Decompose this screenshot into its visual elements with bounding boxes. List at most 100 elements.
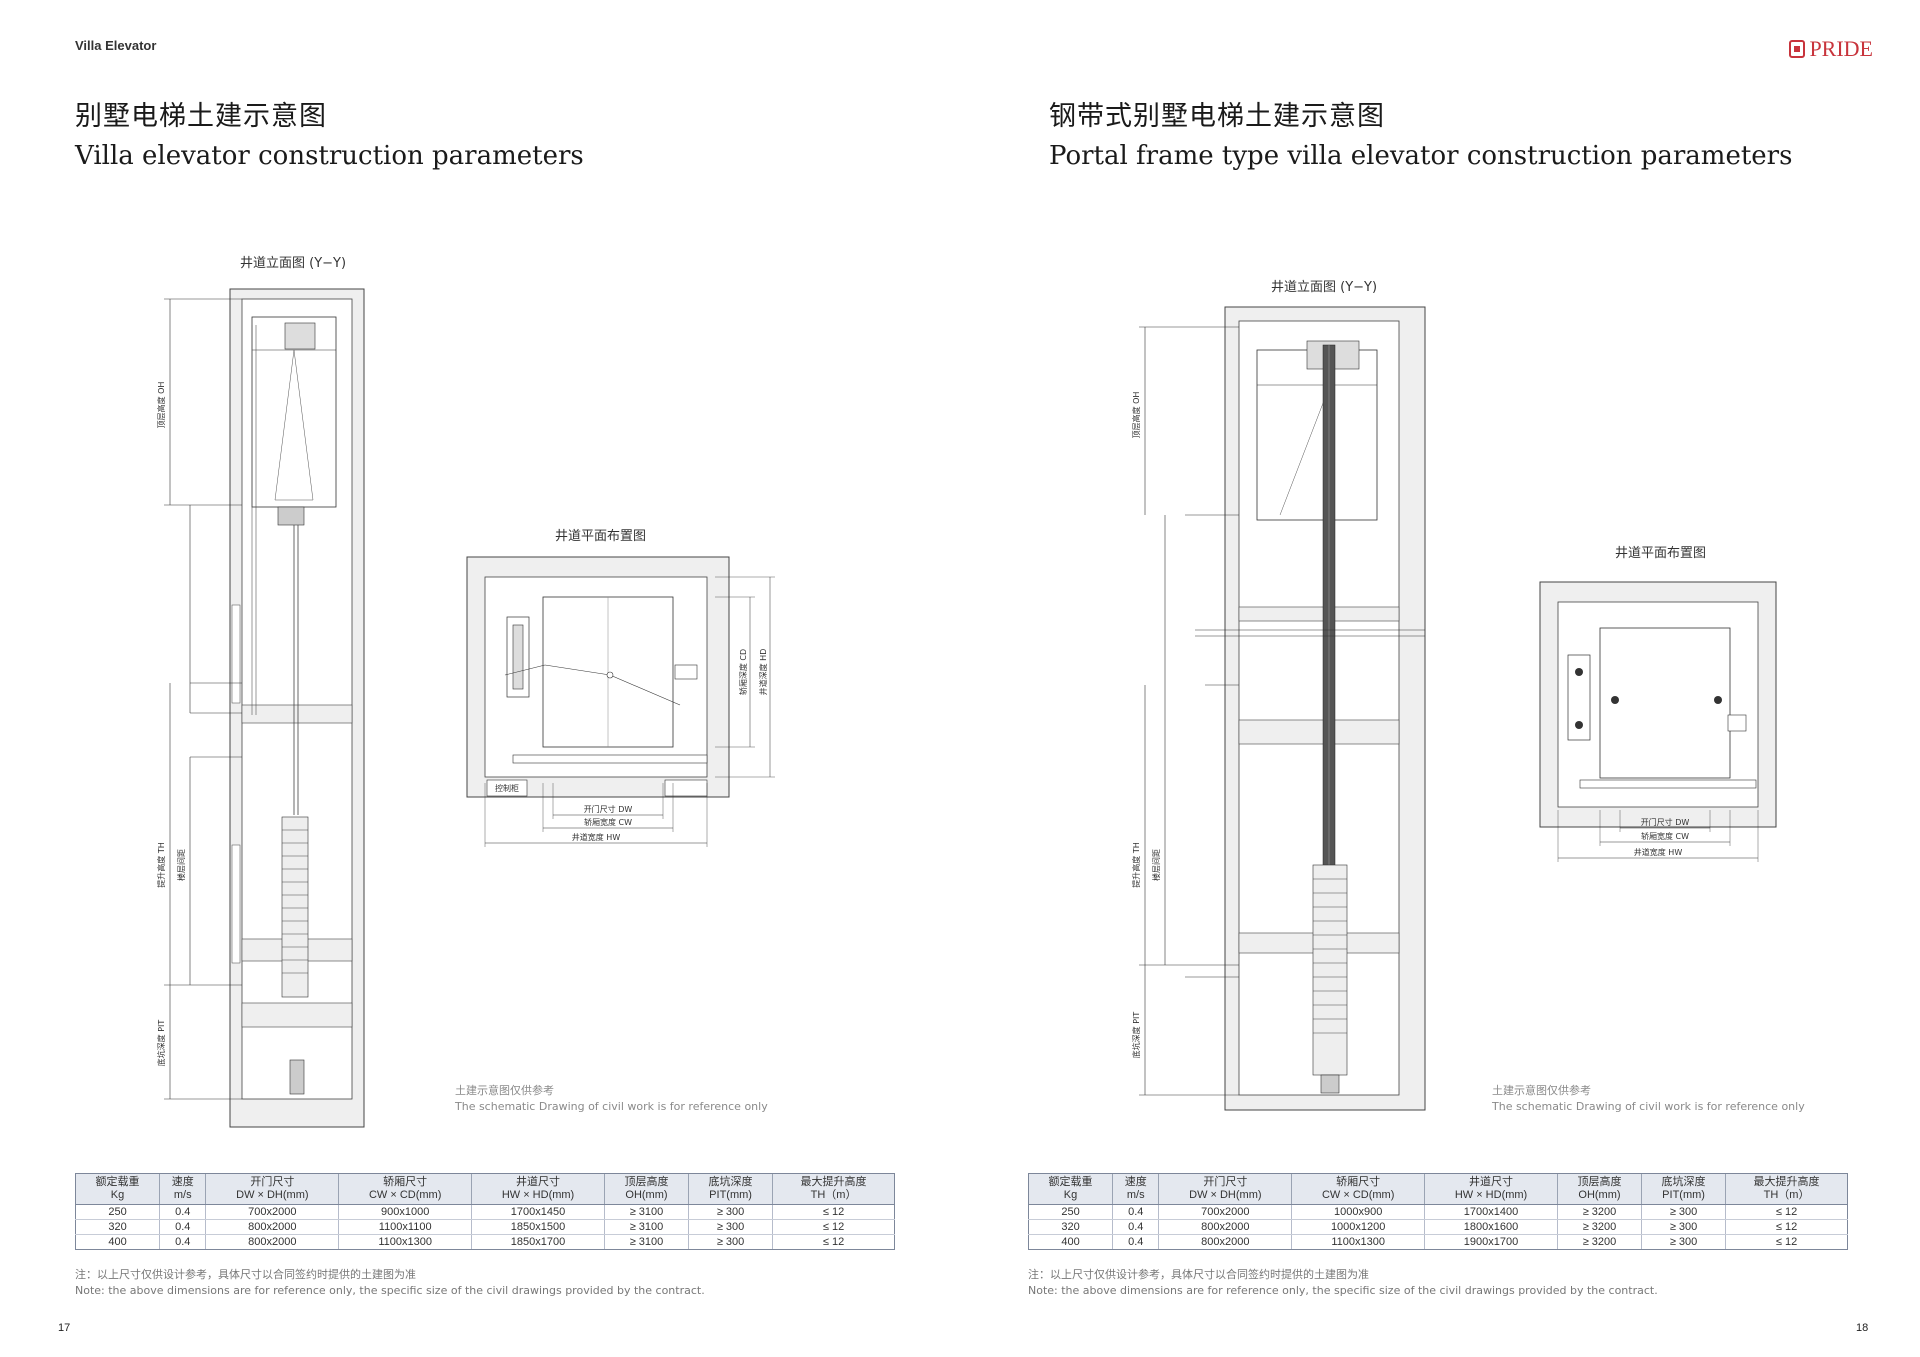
table-cell: 1850x1500 bbox=[471, 1219, 605, 1235]
table-cell: 1700x1450 bbox=[471, 1204, 605, 1220]
right-plan-drawing: 开门尺寸 DW 轿厢宽度 CW 井道宽度 HW bbox=[1538, 580, 1783, 865]
table-cell: 400 bbox=[1027, 1234, 1113, 1250]
left-plan-drawing: 控制柜 开门尺寸 DW 轿厢宽度 CW 井道宽度 HW 轿厢深度 CD 井道深度… bbox=[465, 555, 785, 850]
table-cell: ≥ 300 bbox=[1641, 1204, 1726, 1220]
right-plan-label-dw: 开门尺寸 DW bbox=[1641, 817, 1690, 827]
table-cell: ≥ 300 bbox=[688, 1234, 773, 1250]
section-header: Villa Elevator bbox=[75, 38, 157, 53]
left-plan-label-hd: 井道深度 HD bbox=[758, 649, 768, 696]
table-cell: ≤ 12 bbox=[772, 1234, 895, 1250]
left-plan-label-dw: 开门尺寸 DW bbox=[584, 804, 633, 814]
table-cell: 1000x900 bbox=[1291, 1204, 1425, 1220]
right-elev-label-th: 提升高度 TH bbox=[1131, 842, 1141, 887]
left-plan-label-cd: 轿厢深度 CD bbox=[738, 649, 748, 695]
right-plan-label-cw: 轿厢宽度 CW bbox=[1641, 831, 1689, 841]
left-reference-cn: 土建示意图仅供参考 bbox=[455, 1084, 554, 1097]
table-cell: 0.4 bbox=[1112, 1204, 1159, 1220]
table-cell: 320 bbox=[74, 1219, 160, 1235]
table-cell: ≥ 300 bbox=[1641, 1234, 1726, 1250]
table-cell: 900x1000 bbox=[338, 1204, 472, 1220]
right-reference-en: The schematic Drawing of civil work is f… bbox=[1492, 1100, 1805, 1113]
left-elev-label-pit: 底坑深度 PIT bbox=[156, 1020, 166, 1067]
brand-name: PRIDE bbox=[1809, 36, 1873, 61]
right-elevation-caption: 井道立面图 (Y−Y) bbox=[1271, 280, 1378, 295]
left-elev-label-oh: 顶层高度 OH bbox=[156, 382, 166, 429]
right-elev-label-pit: 底坑深度 PIT bbox=[1131, 1012, 1141, 1059]
table-cell: ≥ 300 bbox=[688, 1219, 773, 1235]
left-elevation-caption: 井道立面图 (Y−Y) bbox=[240, 256, 347, 271]
table-cell: 0.4 bbox=[159, 1204, 206, 1220]
right-elevation-drawing: 顶层高度 OH 提升高度 TH 楼层间距 底坑深度 PIT bbox=[1125, 305, 1430, 1113]
table-cell: 400 bbox=[74, 1234, 160, 1250]
table-cell: 0.4 bbox=[1112, 1219, 1159, 1235]
table-cell: 800x2000 bbox=[205, 1219, 339, 1235]
table-cell: 800x2000 bbox=[1158, 1234, 1292, 1250]
table-cell: 1900x1700 bbox=[1424, 1234, 1558, 1250]
right-title-en: Portal frame type villa elevator constru… bbox=[1049, 141, 1793, 171]
table-cell: ≤ 12 bbox=[772, 1204, 895, 1220]
table-cell: 1100x1300 bbox=[1291, 1234, 1425, 1250]
left-title-en: Villa elevator construction parameters bbox=[75, 141, 584, 171]
left-plan-label-hw: 井道宽度 HW bbox=[572, 832, 621, 842]
left-plan-caption: 井道平面布置图 bbox=[555, 529, 647, 544]
table-cell: 800x2000 bbox=[205, 1234, 339, 1250]
right-note-cn: 注：以上尺寸仅供设计参考，具体尺寸以合同签约时提供的土建图为准 bbox=[1028, 1268, 1369, 1281]
table-cell: ≤ 12 bbox=[1725, 1204, 1848, 1220]
right-reference-cn: 土建示意图仅供参考 bbox=[1492, 1084, 1591, 1097]
table-cell: 320 bbox=[1027, 1219, 1113, 1235]
table-cell: ≥ 3100 bbox=[603, 1204, 689, 1220]
table-cell: 700x2000 bbox=[1158, 1204, 1292, 1220]
brand-logo: PRIDE bbox=[1789, 36, 1873, 62]
table-cell: 1100x1300 bbox=[338, 1234, 472, 1250]
table-cell: 1850x1700 bbox=[471, 1234, 605, 1250]
table-cell: 250 bbox=[74, 1204, 160, 1220]
table-cell: 1100x1100 bbox=[338, 1219, 472, 1235]
table-cell: 0.4 bbox=[1112, 1234, 1159, 1250]
table-cell: 1700x1400 bbox=[1424, 1204, 1558, 1220]
table-cell: 1800x1600 bbox=[1424, 1219, 1558, 1235]
table-cell: 0.4 bbox=[159, 1234, 206, 1250]
pride-logo-icon bbox=[1789, 40, 1806, 58]
table-cell: ≥ 300 bbox=[1641, 1219, 1726, 1235]
left-plan-label-cw: 轿厢宽度 CW bbox=[584, 817, 632, 827]
table-cell: ≥ 3100 bbox=[603, 1234, 689, 1250]
table-cell: ≥ 300 bbox=[688, 1204, 773, 1220]
right-elev-label-oh: 顶层高度 OH bbox=[1131, 392, 1141, 439]
right-page-number: 18 bbox=[1856, 1322, 1869, 1334]
right-plan-label-hw: 井道宽度 HW bbox=[1634, 847, 1683, 857]
left-page-number: 17 bbox=[58, 1322, 71, 1334]
table-cell: 800x2000 bbox=[1158, 1219, 1292, 1235]
right-plan-caption: 井道平面布置图 bbox=[1615, 546, 1707, 561]
table-cell: ≥ 3100 bbox=[603, 1219, 689, 1235]
table-cell: ≥ 3200 bbox=[1556, 1204, 1642, 1220]
right-note-en: Note: the above dimensions are for refer… bbox=[1028, 1284, 1658, 1297]
right-title-cn: 钢带式别墅电梯土建示意图 bbox=[1049, 101, 1385, 132]
left-title-cn: 别墅电梯土建示意图 bbox=[75, 101, 327, 132]
left-note-cn: 注：以上尺寸仅供设计参考，具体尺寸以合同签约时提供的土建图为准 bbox=[75, 1268, 416, 1281]
table-cell: ≥ 3200 bbox=[1556, 1234, 1642, 1250]
table-cell: 250 bbox=[1027, 1204, 1113, 1220]
table-cell: ≥ 3200 bbox=[1556, 1219, 1642, 1235]
